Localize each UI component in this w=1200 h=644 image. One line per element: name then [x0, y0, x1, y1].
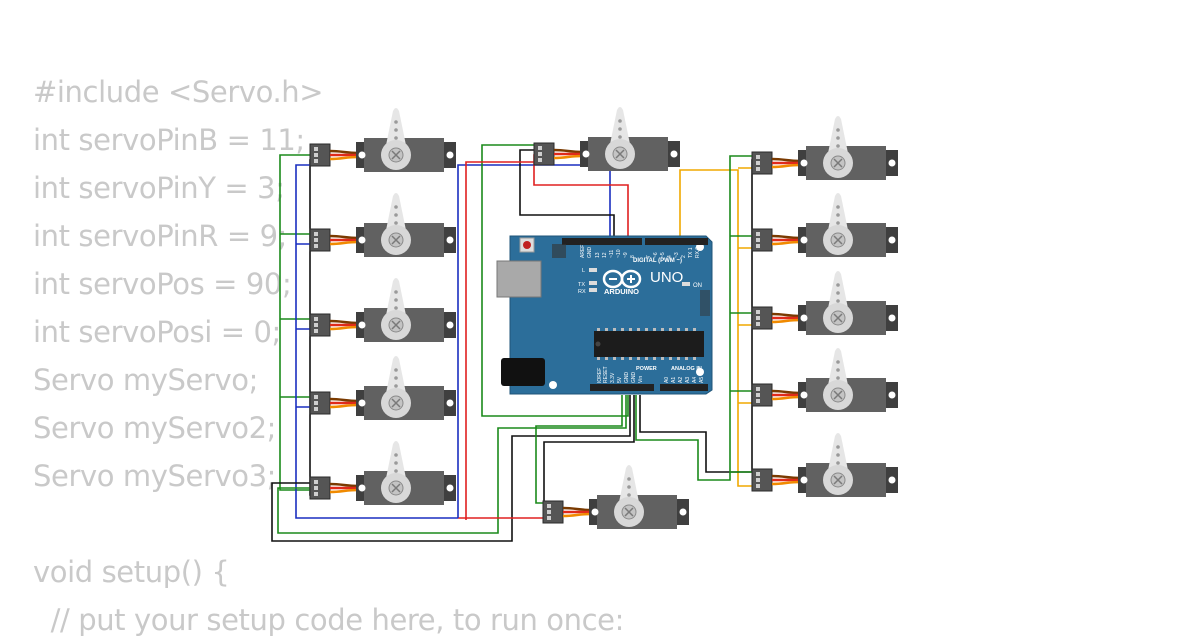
pin-label: A3	[685, 377, 691, 383]
digital-header-right	[645, 238, 708, 245]
digital-header-label: DIGITAL (PWM ~)	[633, 258, 682, 264]
servo-motor[interactable]	[750, 269, 900, 337]
code-line: Servo myServo;	[33, 363, 258, 397]
on-led-label: ON	[693, 283, 702, 289]
code-line: int servoPos = 90;	[33, 267, 292, 301]
power-header-label: POWER	[636, 366, 657, 372]
pin-label: RX 0	[695, 247, 701, 258]
circuit-diagram[interactable]: ARDUINO UNO DIGITAL (PWM ~) ON L TX RX P…	[0, 0, 1200, 630]
rx-led-label: RX	[578, 289, 586, 295]
code-line: int servoPinR = 9;	[33, 219, 287, 253]
pin-label: 13	[595, 252, 601, 258]
servo-motor[interactable]	[308, 191, 458, 259]
code-line: void setup() {	[33, 555, 230, 589]
pin-label: GND	[587, 247, 593, 259]
pin-label: A5	[699, 377, 705, 383]
pin-label: ~3	[674, 252, 680, 258]
servo-motor[interactable]	[750, 191, 900, 259]
servo-motor[interactable]	[308, 276, 458, 344]
arduino-logo-icon	[602, 269, 642, 289]
pin-label: 12	[602, 252, 608, 258]
servo-motor[interactable]	[541, 463, 691, 531]
code-line: int servoPinY = 3;	[33, 171, 285, 205]
digital-header-left	[562, 238, 642, 245]
pin-label: A0	[664, 377, 670, 383]
pin-label: ~10	[616, 249, 622, 258]
pin-label: A2	[678, 377, 684, 383]
servo-motor[interactable]	[308, 106, 458, 174]
pin-label: 2	[681, 255, 687, 258]
code-line: Servo myServo3;	[33, 459, 277, 493]
pin-label: 3.3V	[610, 372, 616, 383]
pin-label: ~6	[653, 252, 659, 258]
code-line: int servoPinB = 11;	[33, 123, 305, 157]
pin-label: IOREF	[597, 368, 603, 383]
arduino-uno-board[interactable]: ARDUINO UNO DIGITAL (PWM ~) ON L TX RX P…	[496, 235, 713, 395]
pin-label: 8	[630, 255, 636, 258]
pin-label: 5V	[617, 376, 623, 383]
servo-motor[interactable]	[750, 346, 900, 414]
board-brand-label: ARDUINO	[604, 287, 639, 296]
code-line: Servo myServo2;	[33, 411, 277, 445]
pin-label: Vin	[638, 376, 644, 383]
pin-label: 4	[667, 255, 673, 258]
servo-motor[interactable]	[532, 105, 682, 173]
code-line: int servoPosi = 0;	[33, 315, 281, 349]
servo-motor[interactable]	[750, 114, 900, 182]
pin-label: TX 1	[688, 247, 694, 258]
pin-label: A4	[692, 377, 698, 383]
pin-label: GND	[624, 372, 630, 384]
code-line: #include <Servo.h>	[33, 75, 324, 109]
pin-label: ~11	[609, 250, 615, 258]
servo-motor[interactable]	[308, 439, 458, 507]
pin-label: A1	[671, 377, 677, 383]
pin-label: ~9	[623, 252, 629, 258]
pin-label: RESET	[603, 366, 609, 383]
servo-motor[interactable]	[308, 354, 458, 422]
servo-motor[interactable]	[750, 431, 900, 499]
pin-label: ~5	[660, 252, 666, 258]
pin-label: GND	[631, 372, 637, 384]
l-led-label: L	[582, 268, 585, 274]
board-model-label: UNO	[650, 269, 683, 286]
pin-label: AREF	[580, 245, 586, 258]
power-jack-icon	[501, 358, 545, 386]
tx-led-label: TX	[578, 282, 585, 288]
pin-label: 7	[646, 255, 652, 258]
microcontroller-chip	[594, 331, 704, 357]
analog-header-label: ANALOG IN	[671, 366, 702, 372]
usb-port-icon	[496, 260, 542, 298]
